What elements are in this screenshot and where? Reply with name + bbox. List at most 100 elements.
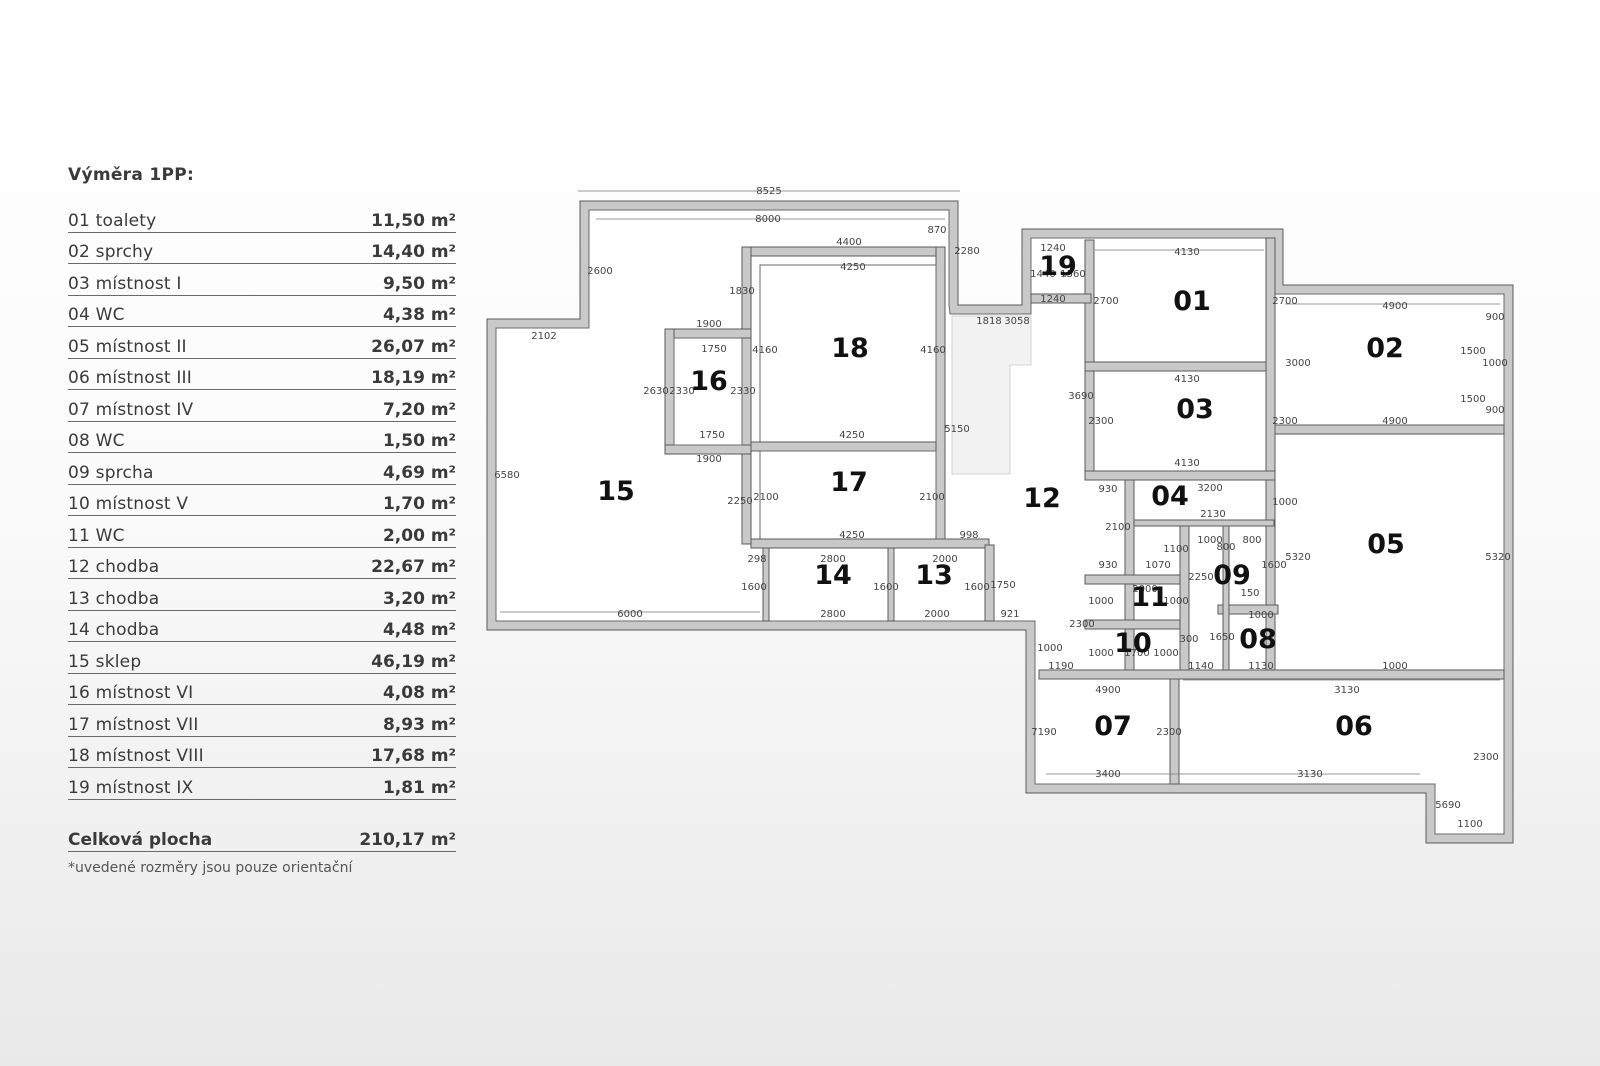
legend-row: 10 místnost V 1,70 m²: [68, 485, 456, 516]
dimension-label: 1830: [729, 286, 754, 297]
room-name: 14 chodba: [68, 620, 160, 640]
dimension-label: 1190: [1048, 661, 1073, 672]
total-label: Celková plocha: [68, 829, 213, 850]
dimension-label: 3130: [1334, 685, 1359, 696]
room-number: 12: [1023, 483, 1061, 514]
room-name: 03 místnost I: [68, 273, 182, 294]
room-name: 04 WC: [68, 305, 125, 325]
dimension-label: 930: [1098, 560, 1117, 571]
dimension-label: 4250: [840, 262, 865, 273]
dimension-lines: [500, 190, 1500, 775]
dimension-label: 2100: [753, 492, 778, 503]
dimension-label: 3130: [1297, 769, 1322, 780]
room-name: 10 místnost V: [68, 494, 189, 514]
room-name: 17 místnost VII: [68, 714, 199, 735]
dimension-label: 1240: [1040, 294, 1065, 305]
dimension-label: 870: [927, 225, 946, 236]
legend-row: 01 toalety 11,50 m²: [68, 201, 456, 233]
room-name: 02 sprchy: [68, 242, 154, 262]
room-area: 26,07 m²: [371, 336, 456, 357]
legend-row: 05 místnost II 26,07 m²: [68, 327, 456, 359]
room-number: 03: [1176, 394, 1214, 425]
dimension-label: 1560: [1060, 269, 1085, 280]
dimension-label: 921: [1000, 609, 1019, 620]
room-area: 4,48 m²: [382, 620, 456, 640]
dimension-label: 8525: [756, 186, 781, 197]
dimension-label: 1750: [699, 430, 724, 441]
room-name: 12 chodba: [68, 557, 160, 577]
room-number: 08: [1239, 624, 1277, 655]
dimension-label: 2000: [1132, 584, 1157, 595]
total-value: 210,17 m²: [359, 829, 456, 850]
dimension-label: 2000: [932, 554, 957, 565]
dimension-label: 5320: [1285, 552, 1310, 563]
room-area: 3,20 m²: [382, 588, 456, 609]
dimension-label: 3690: [1068, 391, 1093, 402]
dimension-label: 1600: [1261, 560, 1286, 571]
dimension-label: 4130: [1174, 247, 1199, 258]
dimension-label: 2330: [669, 386, 694, 397]
dimension-label: 2700: [1093, 296, 1118, 307]
room-area: 2,00 m²: [382, 525, 456, 546]
room-name: 05 místnost II: [68, 336, 187, 357]
room-number: 02: [1366, 333, 1404, 364]
dimension-label: 2330: [730, 386, 755, 397]
dimension-label: 1750: [701, 344, 726, 355]
room-name: 19 místnost IX: [68, 777, 194, 798]
dimension-label: 1500: [1460, 394, 1485, 405]
room-number: 09: [1213, 560, 1251, 591]
room-area: 4,08 m²: [382, 683, 456, 703]
room-area: 4,38 m²: [382, 305, 456, 325]
dimension-label: 2300: [1473, 752, 1498, 763]
dimension-label: 1440: [1030, 269, 1055, 280]
dimension-label: 1000: [1037, 643, 1062, 654]
room-number: 15: [597, 476, 635, 507]
dimension-label: 3200: [1197, 483, 1222, 494]
dimension-label: 5150: [944, 424, 969, 435]
dimension-label: 3000: [1285, 358, 1310, 369]
room-name: 07 místnost IV: [68, 399, 194, 420]
room-area: 1,81 m²: [382, 777, 456, 798]
dimension-label: 300: [1179, 634, 1198, 645]
dimension-label: 2630: [643, 386, 668, 397]
dimension-label: 1000: [1272, 497, 1297, 508]
room-area: 46,19 m²: [371, 651, 456, 672]
dimension-label: 1000: [1248, 610, 1273, 621]
room-area: 14,40 m²: [371, 242, 456, 262]
room-name: 13 chodba: [68, 588, 160, 609]
legend-note: *uvedené rozměry jsou pouze orientační: [68, 859, 353, 876]
legend-row: 02 sprchy 14,40 m²: [68, 233, 456, 264]
dimension-label: 1000: [1088, 648, 1113, 659]
dimension-label: 5320: [1485, 552, 1510, 563]
room-area: 1,70 m²: [382, 494, 456, 514]
dimension-labels: 8525800087044002280425026001830210219001…: [494, 186, 1510, 830]
outer-walls: [486, 200, 1514, 844]
dimension-label: 6580: [494, 470, 519, 481]
dimension-label: 2600: [587, 266, 612, 277]
room-name: 01 toalety: [68, 210, 157, 231]
dimension-label: 2130: [1200, 509, 1225, 520]
dimension-label: 3400: [1095, 769, 1120, 780]
dimension-label: 1000: [1153, 648, 1178, 659]
dimension-label: 4900: [1095, 685, 1120, 696]
dimension-label: 2250: [727, 496, 752, 507]
dimension-label: 2300: [1069, 619, 1094, 630]
dimension-label: 1130: [1248, 661, 1273, 672]
room-number: 13: [915, 560, 953, 591]
dimension-label: 4130: [1174, 458, 1199, 469]
dimension-label: 1240: [1040, 243, 1065, 254]
dimension-label: 4130: [1174, 374, 1199, 385]
dimension-label: 2100: [919, 492, 944, 503]
dimension-label: 2300: [1156, 727, 1181, 738]
room-area: 22,67 m²: [371, 557, 456, 577]
dimension-label: 1818: [976, 316, 1001, 327]
dimension-label: 150: [1240, 588, 1259, 599]
room-name: 11 WC: [68, 525, 125, 546]
room-area: 11,50 m²: [371, 210, 456, 231]
